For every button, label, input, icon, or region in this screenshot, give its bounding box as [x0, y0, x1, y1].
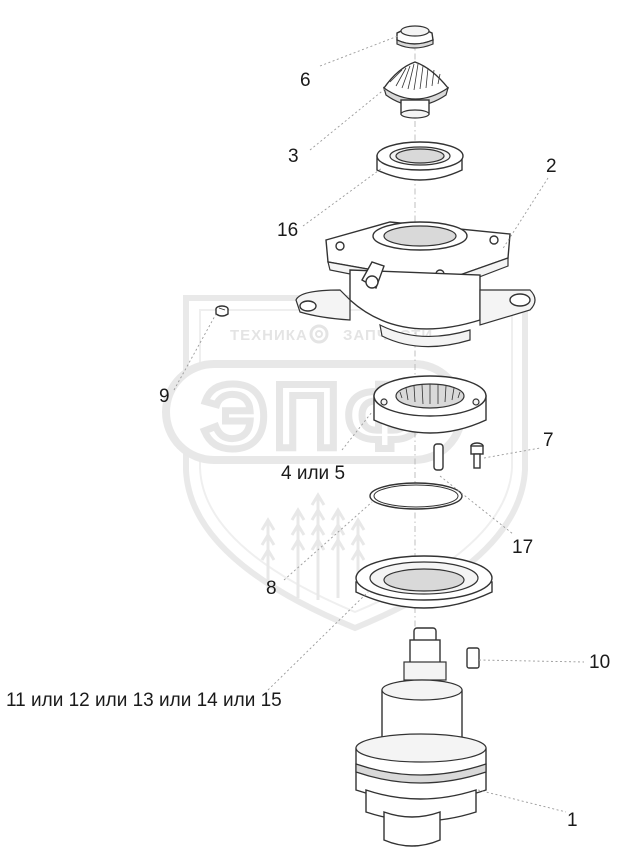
callout-4-5: 4 или 5: [281, 463, 345, 484]
wheat-icon: [260, 492, 366, 600]
part-7-bolt: [470, 442, 484, 469]
watermark-shield: [183, 295, 528, 632]
part-4-5-splined-ring: [373, 375, 487, 434]
part-16-bearing: [376, 141, 464, 181]
callout-17: 17: [512, 537, 533, 558]
leader-lines: [173, 35, 585, 813]
part-8-o-ring: [369, 482, 463, 510]
gear-icon: [309, 324, 329, 344]
callout-9: 9: [159, 386, 170, 407]
part-9-screw: [215, 305, 229, 317]
watermark-shield-inner: [199, 309, 513, 614]
callout-2: 2: [546, 156, 557, 177]
callout-1: 1: [567, 810, 578, 831]
callout-10: 10: [589, 652, 610, 673]
callout-8: 8: [266, 578, 277, 599]
part-10-key: [466, 647, 480, 669]
callout-6: 6: [300, 70, 311, 91]
watermark-brand-left: ТЕХНИКА: [230, 327, 308, 344]
part-11-15-bearing: [355, 555, 493, 609]
callout-11-15: 11 или 12 или 13 или 14 или 15: [6, 690, 282, 711]
part-17-pin: [433, 443, 444, 471]
callout-16: 16: [277, 220, 298, 241]
callout-7: 7: [543, 430, 554, 451]
part-3-bevel-gear: [382, 61, 450, 119]
part-2-housing: [295, 221, 536, 348]
part-6-nut: [396, 25, 434, 49]
callout-labels: 6 3 16 2 9 4 или 5 7 17 8 10 11 или 12 и…: [6, 70, 610, 831]
callout-3: 3: [288, 146, 299, 167]
part-1-shaft: [355, 627, 487, 847]
